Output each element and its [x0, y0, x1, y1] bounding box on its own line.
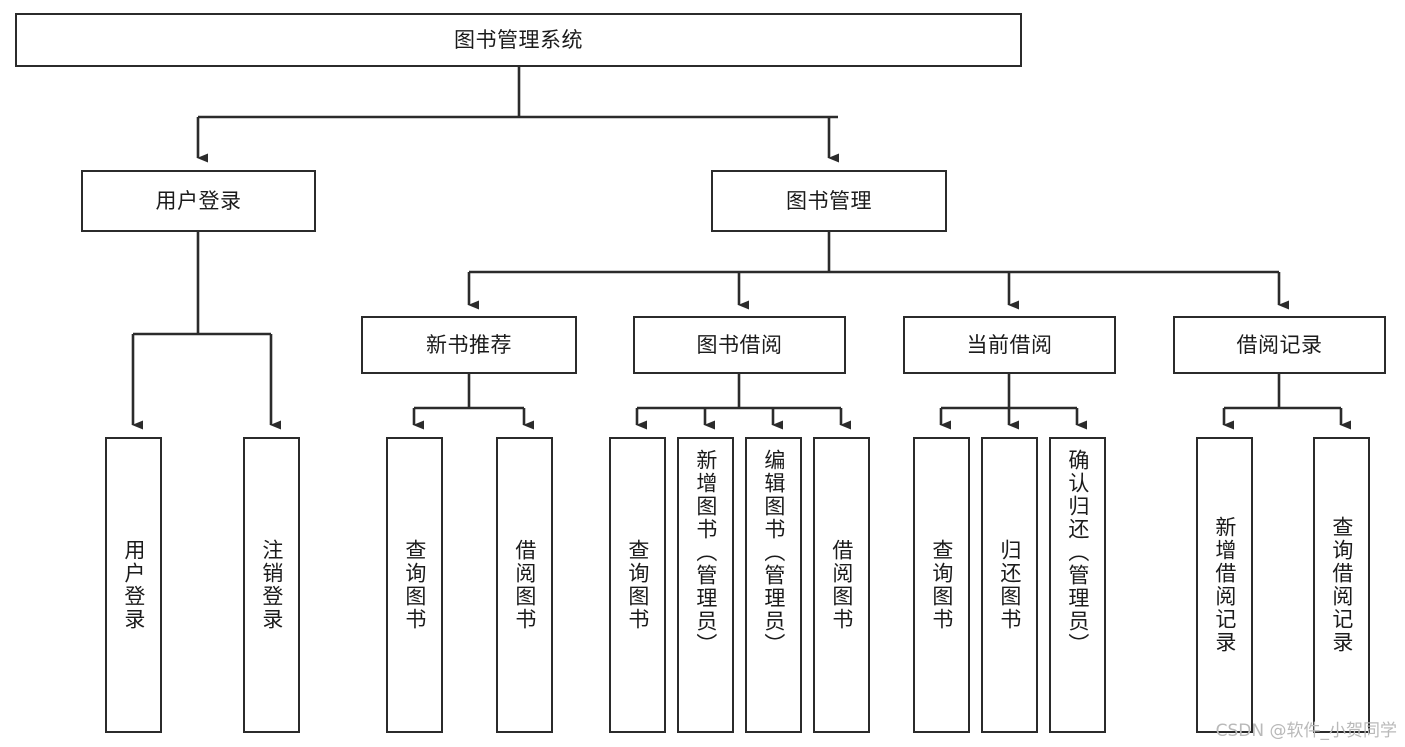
node-label: 图书管理系统	[454, 27, 583, 52]
node-label: 当前借阅	[966, 332, 1053, 357]
node-label: 查询图书	[402, 539, 427, 631]
node-label: 注销登录	[259, 539, 284, 631]
node-current-borrow[interactable]: 当前借阅	[903, 316, 1116, 374]
node-label: 借阅图书	[512, 539, 537, 631]
node-label: 用户登录	[121, 539, 146, 631]
leaf-borrow-edit-book-admin[interactable]: 编辑图书（管理员）	[745, 437, 802, 733]
node-label: 确认归还（管理员）	[1065, 449, 1090, 656]
node-label: 用户登录	[155, 188, 242, 213]
node-label: 图书管理	[786, 188, 872, 213]
node-label: 查询借阅记录	[1329, 516, 1354, 654]
leaf-record-query-record[interactable]: 查询借阅记录	[1313, 437, 1370, 733]
leaf-current-query-book[interactable]: 查询图书	[913, 437, 970, 733]
node-label: 新增借阅记录	[1212, 516, 1237, 654]
node-label: 查询图书	[929, 539, 954, 631]
node-root-system[interactable]: 图书管理系统	[15, 13, 1022, 67]
node-label: 新增图书（管理员）	[693, 449, 718, 656]
node-label: 借阅图书	[829, 539, 854, 631]
leaf-current-return-book[interactable]: 归还图书	[981, 437, 1038, 733]
node-label: 查询图书	[625, 539, 650, 631]
node-label: 归还图书	[997, 539, 1022, 631]
leaf-borrow-add-book-admin[interactable]: 新增图书（管理员）	[677, 437, 734, 733]
node-label: 编辑图书（管理员）	[761, 449, 786, 656]
node-label: 图书借阅	[696, 332, 783, 357]
leaf-user-login-logout[interactable]: 注销登录	[243, 437, 300, 733]
node-label: 借阅记录	[1236, 332, 1323, 357]
node-new-book-recommend[interactable]: 新书推荐	[361, 316, 577, 374]
leaf-user-login-login[interactable]: 用户登录	[105, 437, 162, 733]
leaf-record-add-record[interactable]: 新增借阅记录	[1196, 437, 1253, 733]
node-book-borrow[interactable]: 图书借阅	[633, 316, 846, 374]
watermark-text: CSDN @软件_小贺同学	[1215, 721, 1397, 741]
leaf-borrow-borrow-book[interactable]: 借阅图书	[813, 437, 870, 733]
node-user-login[interactable]: 用户登录	[81, 170, 316, 232]
leaf-borrow-query-book[interactable]: 查询图书	[609, 437, 666, 733]
leaf-recommend-query-book[interactable]: 查询图书	[386, 437, 443, 733]
node-book-management[interactable]: 图书管理	[711, 170, 947, 232]
node-borrow-record[interactable]: 借阅记录	[1173, 316, 1386, 374]
node-label: 新书推荐	[426, 332, 512, 357]
leaf-recommend-borrow-book[interactable]: 借阅图书	[496, 437, 553, 733]
leaf-current-confirm-return-admin[interactable]: 确认归还（管理员）	[1049, 437, 1106, 733]
